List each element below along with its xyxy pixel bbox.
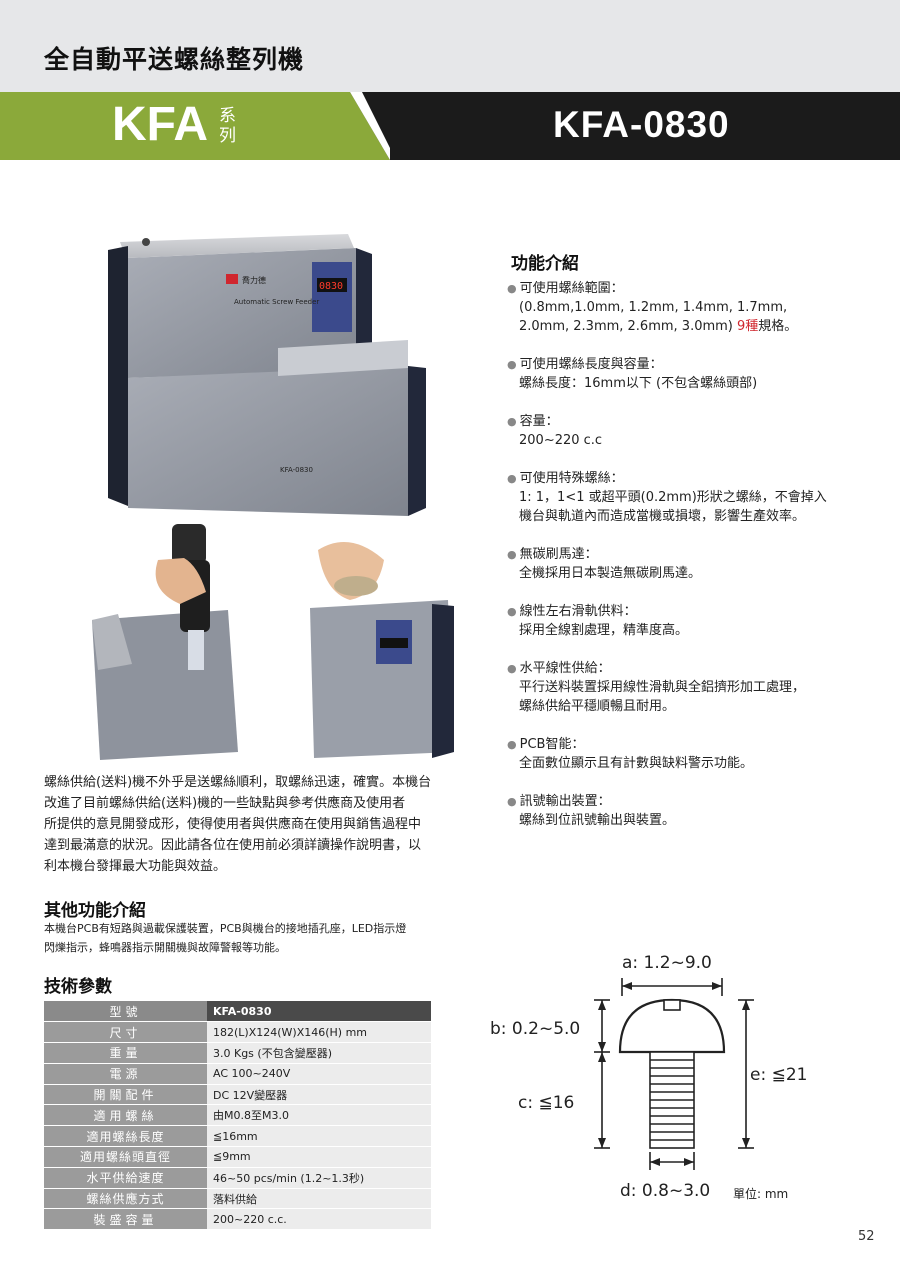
other-features-text: 本機台PCB有短路與過載保護裝置，PCB與機台的接地插孔座，LED指示燈 閃爍指… (44, 922, 407, 954)
features-title: 功能介紹 (511, 254, 579, 274)
feature-item: 可使用特殊螺絲： 1: 1，1<1 或超平頭(0.2mm)形狀之螺絲，不會掉入 … (507, 469, 887, 526)
table-row: 適用螺絲長度≦16mm (44, 1125, 431, 1148)
intro-paragraph: 螺絲供給(送料)機不外乎是送螺絲順利，取螺絲迅速，確實。本機台 改進了目前螺絲供… (44, 775, 432, 874)
header-band (0, 0, 900, 92)
feature-item: 線性左右滑軌供料： 採用全線割處理，精準度高。 (507, 602, 887, 640)
highlight-count: 9種 (737, 319, 759, 334)
feature-item: 無碳刷馬達： 全機採用日本製造無碳刷馬達。 (507, 545, 887, 583)
model-plate: KFA-0830 (280, 466, 313, 474)
dim-b-label: b: 0.2~5.0 (490, 1019, 580, 1039)
feature-item: 可使用螺絲長度與容量： 螺絲長度：16mm以下 (不包含螺絲頭部) (507, 355, 887, 393)
dim-c-label: c: ≦16 (518, 1093, 574, 1113)
feature-item: 水平線性供給： 平行送料裝置採用線性滑軌與全鋁擠形加工處理， 螺絲供給平穩順暢且… (507, 659, 887, 716)
panel-label: Automatic Screw Feeder (234, 298, 319, 306)
display-readout: 0830 (319, 281, 343, 292)
screw-dimension-diagram: a: 1.2~9.0 b: 0.2~5.0 c: ≦16 d: 0.8~3.0 … (490, 953, 807, 1201)
dim-e-label: e: ≦21 (750, 1065, 807, 1085)
product-photo-main: 0830 喬力德 Automatic Screw Feeder KFA-0830 (108, 234, 426, 516)
product-photo-usage (92, 524, 454, 760)
series-name: KFA (112, 98, 208, 151)
model-title: KFA-0830 (553, 104, 730, 145)
feature-item: 容量： 200~220 c.c (507, 412, 887, 450)
unit-label: 單位: mm (733, 1187, 789, 1201)
table-row: 適用螺絲頭直徑≦9mm (44, 1146, 431, 1168)
table-row: 適用螺絲由M0.8至M3.0 (44, 1104, 431, 1127)
page-number: 52 (858, 1229, 875, 1244)
feature-item: PCB智能： 全面數位顯示且有計數與缺料警示功能。 (507, 735, 887, 773)
brand-label: 喬力德 (242, 275, 266, 285)
feature-item: 可使用螺絲範圍： (0.8mm,1.0mm, 1.2mm, 1.4mm, 1.7… (507, 279, 887, 336)
other-features-title: 其他功能介紹 (44, 901, 146, 921)
feature-item: 訊號輸出裝置： 螺絲到位訊號輸出與裝置。 (507, 792, 887, 830)
spec-title: 技術參數 (44, 977, 112, 997)
series-banner-shape (0, 92, 390, 160)
series-suffix: 系列 (219, 106, 236, 146)
table-row: 螺絲供應方式落料供給 (44, 1188, 431, 1210)
dim-d-label: d: 0.8~3.0 (620, 1181, 710, 1201)
page-title: 全自動平送螺絲整列機 (44, 45, 305, 74)
dim-a-label: a: 1.2~9.0 (622, 953, 712, 973)
features-list: 可使用螺絲範圍： (0.8mm,1.0mm, 1.2mm, 1.4mm, 1.7… (507, 279, 887, 830)
